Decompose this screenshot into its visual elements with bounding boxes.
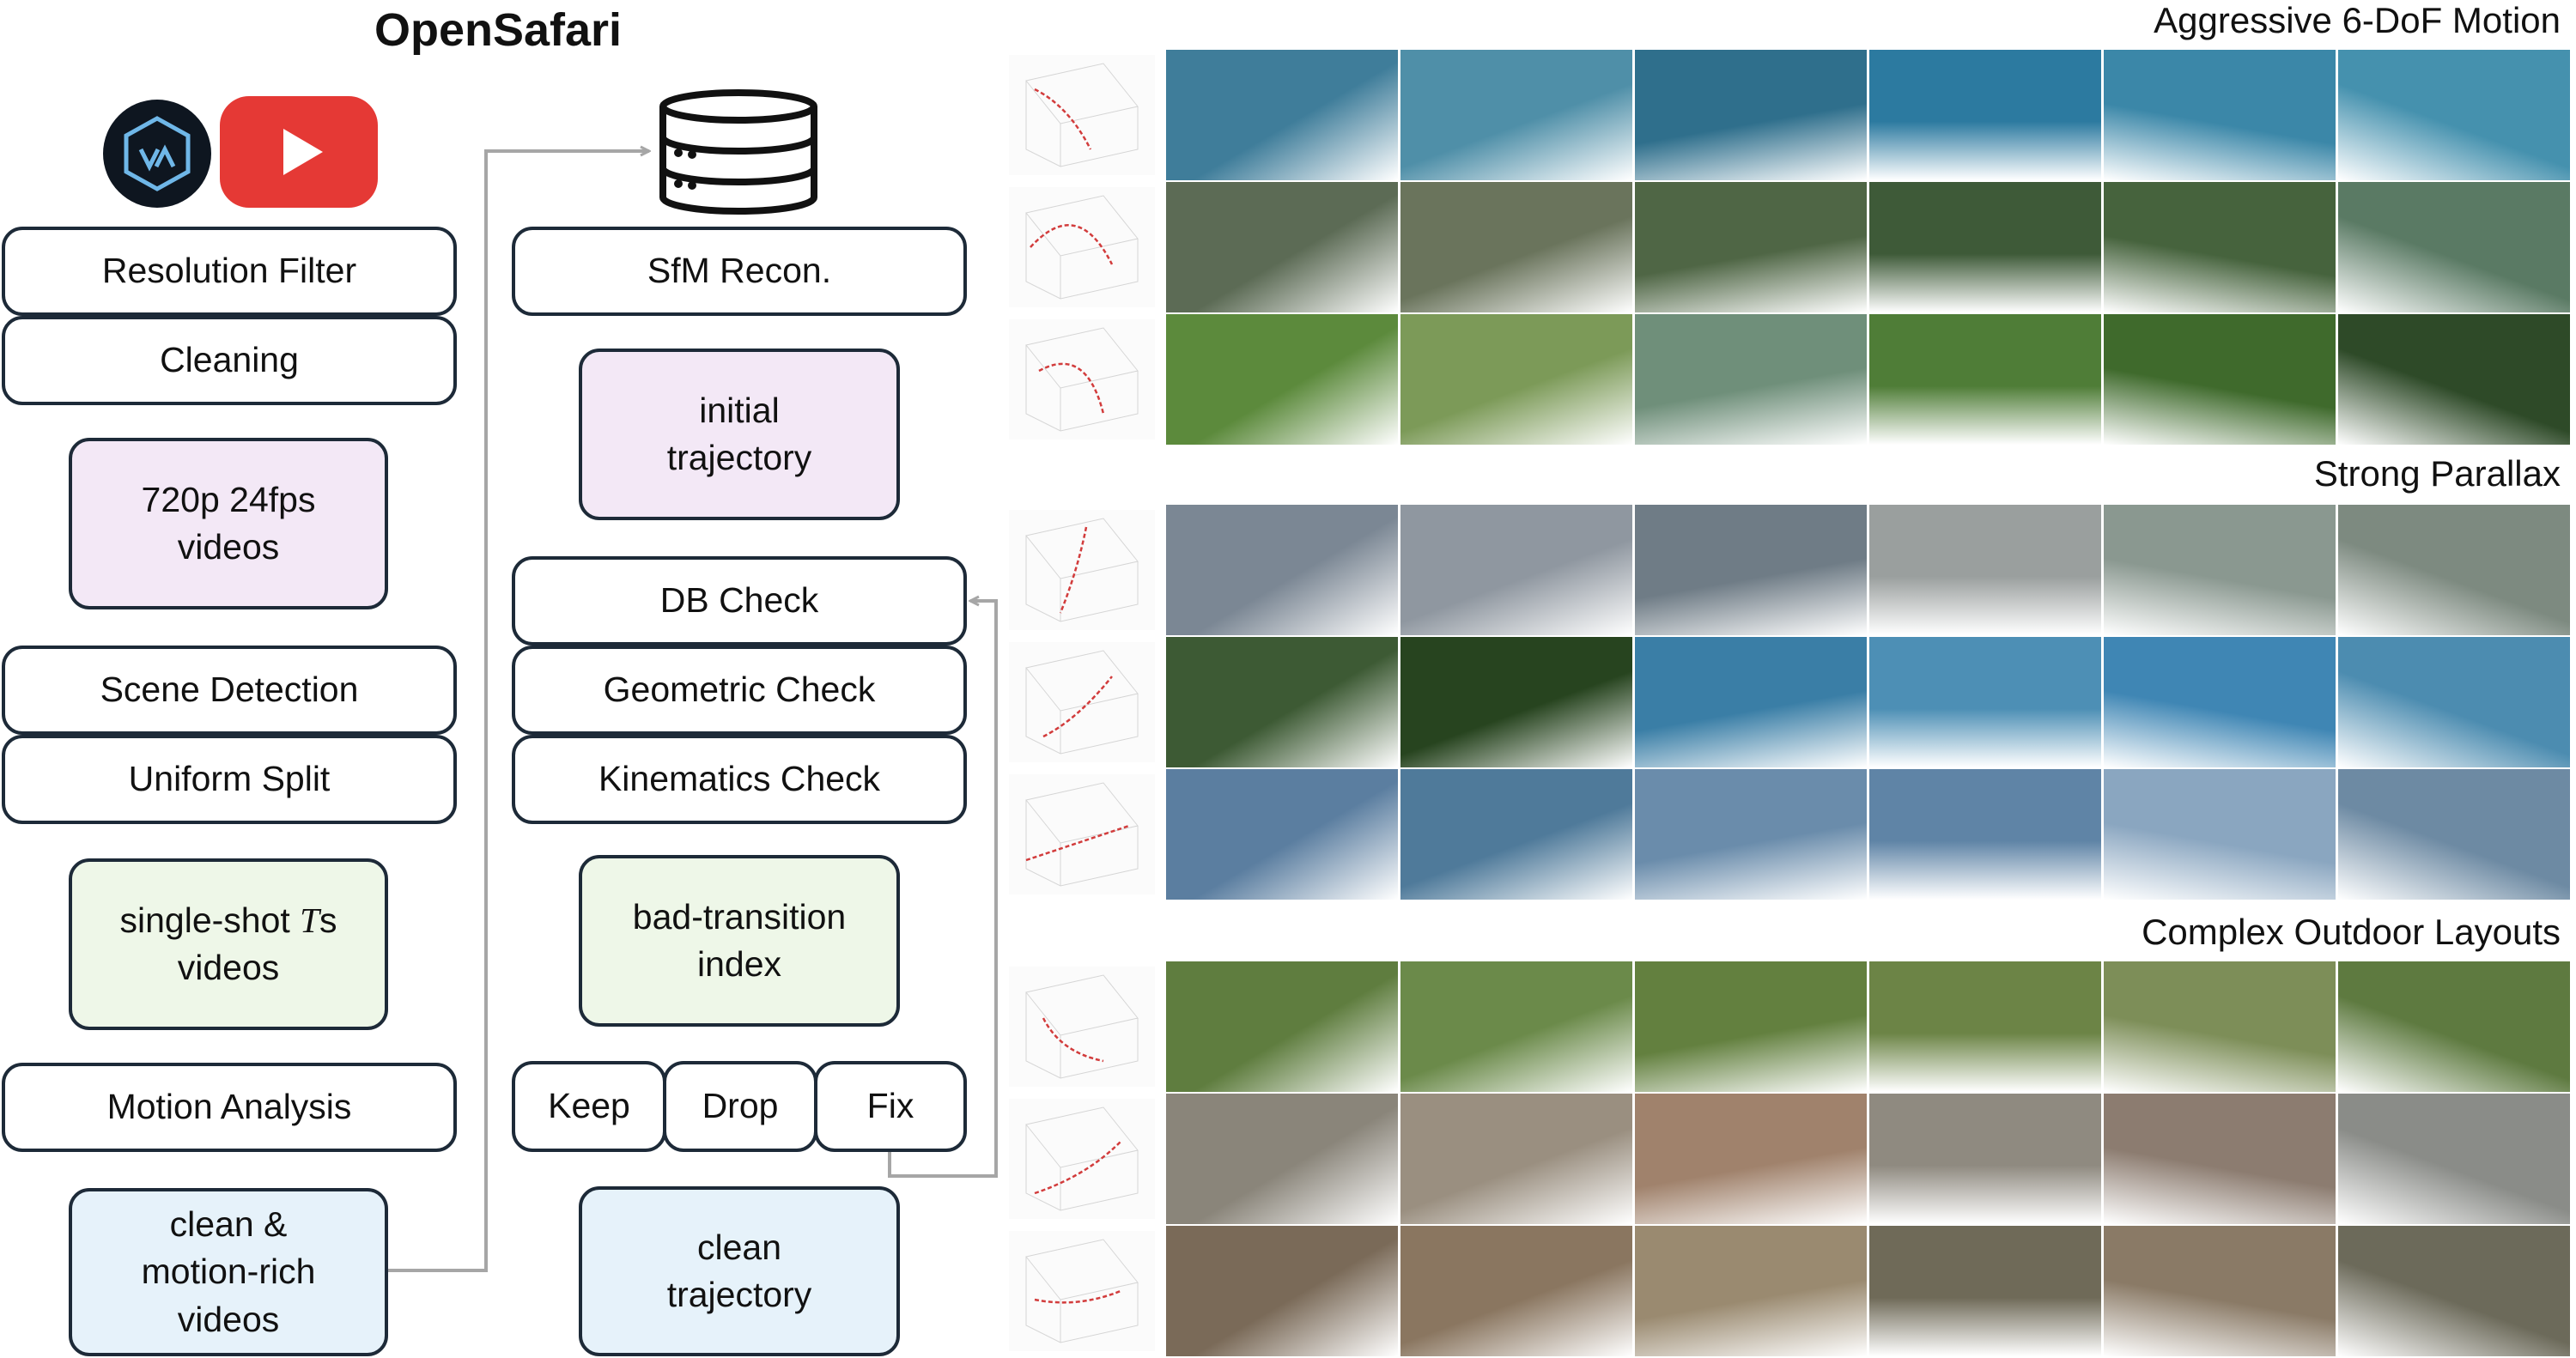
video-frame-thumbnail — [2104, 182, 2336, 312]
video-frame-thumbnail — [1635, 50, 1867, 180]
trajectory-plot-thumbnail — [1009, 319, 1155, 440]
database-icon — [653, 88, 824, 216]
sfm-recon-step: SfM Recon. — [512, 227, 967, 316]
video-frame-thumbnail — [1869, 637, 2101, 767]
video-frame-thumbnail — [1166, 961, 1398, 1092]
video-frame-thumbnail — [1400, 961, 1632, 1092]
video-frame-thumbnail — [2338, 1094, 2570, 1224]
single-shot-variable: T — [300, 900, 319, 940]
video-frame-thumbnail — [1869, 961, 2101, 1092]
scene-detection-step: Scene Detection — [2, 646, 457, 735]
youtube-logo-icon — [220, 96, 378, 208]
single-shot-videos-line: videos — [177, 948, 280, 987]
video-frame-thumbnail — [2338, 182, 2570, 312]
hexagon-av-logo-icon — [103, 100, 211, 208]
section-label-aggressive-motion: Aggressive 6-DoF Motion — [2154, 0, 2561, 40]
video-frame-thumbnail — [2104, 769, 2336, 900]
trajectory-plot-thumbnail — [1009, 187, 1155, 307]
single-shot-line: single-shot Ts — [120, 897, 337, 944]
geometric-check-step: Geometric Check — [512, 646, 967, 735]
single-shot-videos-node: single-shot Ts videos — [69, 858, 388, 1030]
arrow-videos-to-database — [388, 151, 649, 1272]
video-frame-thumbnail — [1400, 182, 1632, 312]
video-frame-thumbnail — [1635, 182, 1867, 312]
video-frame-thumbnail — [1166, 769, 1398, 900]
trajectory-plot-thumbnail — [1009, 55, 1155, 175]
fix-option: Fix — [814, 1061, 967, 1152]
video-frame-thumbnail — [1869, 50, 2101, 180]
video-frame-thumbnail — [1869, 769, 2101, 900]
trajectory-plot-thumbnail — [1009, 510, 1155, 630]
video-frame-thumbnail — [2338, 314, 2570, 445]
bad-transition-index-node: bad-transition index — [579, 855, 900, 1027]
video-frame-thumbnail — [1166, 314, 1398, 445]
cleaning-step: Cleaning — [2, 316, 457, 405]
section-label-complex-outdoor: Complex Outdoor Layouts — [2142, 912, 2561, 952]
video-frame-thumbnail — [1166, 1094, 1398, 1224]
uniform-split-step: Uniform Split — [2, 735, 457, 824]
trajectory-plot-thumbnail — [1009, 967, 1155, 1087]
video-frame-thumbnail — [1400, 637, 1632, 767]
video-frame-thumbnail — [2104, 637, 2336, 767]
trajectory-plot-thumbnail — [1009, 774, 1155, 894]
video-frame-thumbnail — [1166, 637, 1398, 767]
video-frame-thumbnail — [1635, 505, 1867, 635]
clean-motion-rich-videos-node: clean & motion-rich videos — [69, 1188, 388, 1356]
video-frame-thumbnail — [2104, 1226, 2336, 1356]
arrow-fix-to-db-check — [888, 601, 998, 1178]
video-frame-thumbnail — [1635, 1094, 1867, 1224]
db-check-step: DB Check — [512, 556, 967, 646]
video-frame-thumbnail — [2338, 1226, 2570, 1356]
connector-arrows — [388, 0, 998, 1272]
video-frame-thumbnail — [1166, 182, 1398, 312]
video-frame-thumbnail — [1869, 505, 2101, 635]
video-frame-thumbnail — [1400, 505, 1632, 635]
videos-720p-node: 720p 24fps videos — [69, 438, 388, 609]
video-frame-thumbnail — [2338, 505, 2570, 635]
trajectory-plot-thumbnail — [1009, 1099, 1155, 1219]
trajectory-plot-thumbnail — [1009, 1231, 1155, 1351]
video-frame-thumbnail — [1869, 182, 2101, 312]
video-frame-thumbnail — [2338, 637, 2570, 767]
video-frame-thumbnail — [2104, 314, 2336, 445]
video-frame-thumbnail — [2104, 50, 2336, 180]
initial-trajectory-node: initial trajectory — [579, 349, 900, 520]
video-frame-thumbnail — [1166, 505, 1398, 635]
video-frame-thumbnail — [1166, 1226, 1398, 1356]
video-frame-thumbnail — [1869, 1226, 2101, 1356]
kinematics-check-step: Kinematics Check — [512, 735, 967, 824]
video-frame-thumbnail — [1400, 1226, 1632, 1356]
video-frame-thumbnail — [1400, 50, 1632, 180]
video-frame-thumbnail — [1635, 637, 1867, 767]
single-shot-prefix: single-shot — [119, 900, 301, 940]
clean-trajectory-node: clean trajectory — [579, 1186, 900, 1356]
keep-option: Keep — [512, 1061, 666, 1152]
single-shot-suffix: s — [319, 900, 337, 940]
video-frame-thumbnail — [1635, 1226, 1867, 1356]
motion-analysis-step: Motion Analysis — [2, 1063, 457, 1152]
video-frame-thumbnail — [1400, 769, 1632, 900]
drop-option: Drop — [663, 1061, 817, 1152]
video-frame-thumbnail — [1869, 314, 2101, 445]
video-frame-thumbnail — [2338, 961, 2570, 1092]
resolution-filter-step: Resolution Filter — [2, 227, 457, 316]
video-frame-thumbnail — [1400, 1094, 1632, 1224]
video-frame-thumbnail — [1869, 1094, 2101, 1224]
video-frame-thumbnail — [2104, 1094, 2336, 1224]
video-frame-thumbnail — [1635, 314, 1867, 445]
video-frame-thumbnail — [2338, 50, 2570, 180]
video-frame-thumbnail — [2104, 505, 2336, 635]
trajectory-plot-thumbnail — [1009, 642, 1155, 762]
video-frame-thumbnail — [1400, 314, 1632, 445]
section-label-strong-parallax: Strong Parallax — [2313, 453, 2561, 494]
video-frame-thumbnail — [2104, 961, 2336, 1092]
video-frame-thumbnail — [1166, 50, 1398, 180]
video-frame-thumbnail — [1635, 961, 1867, 1092]
diagram-title: OpenSafari — [374, 4, 623, 56]
video-frame-thumbnail — [2338, 769, 2570, 900]
video-frame-thumbnail — [1635, 769, 1867, 900]
